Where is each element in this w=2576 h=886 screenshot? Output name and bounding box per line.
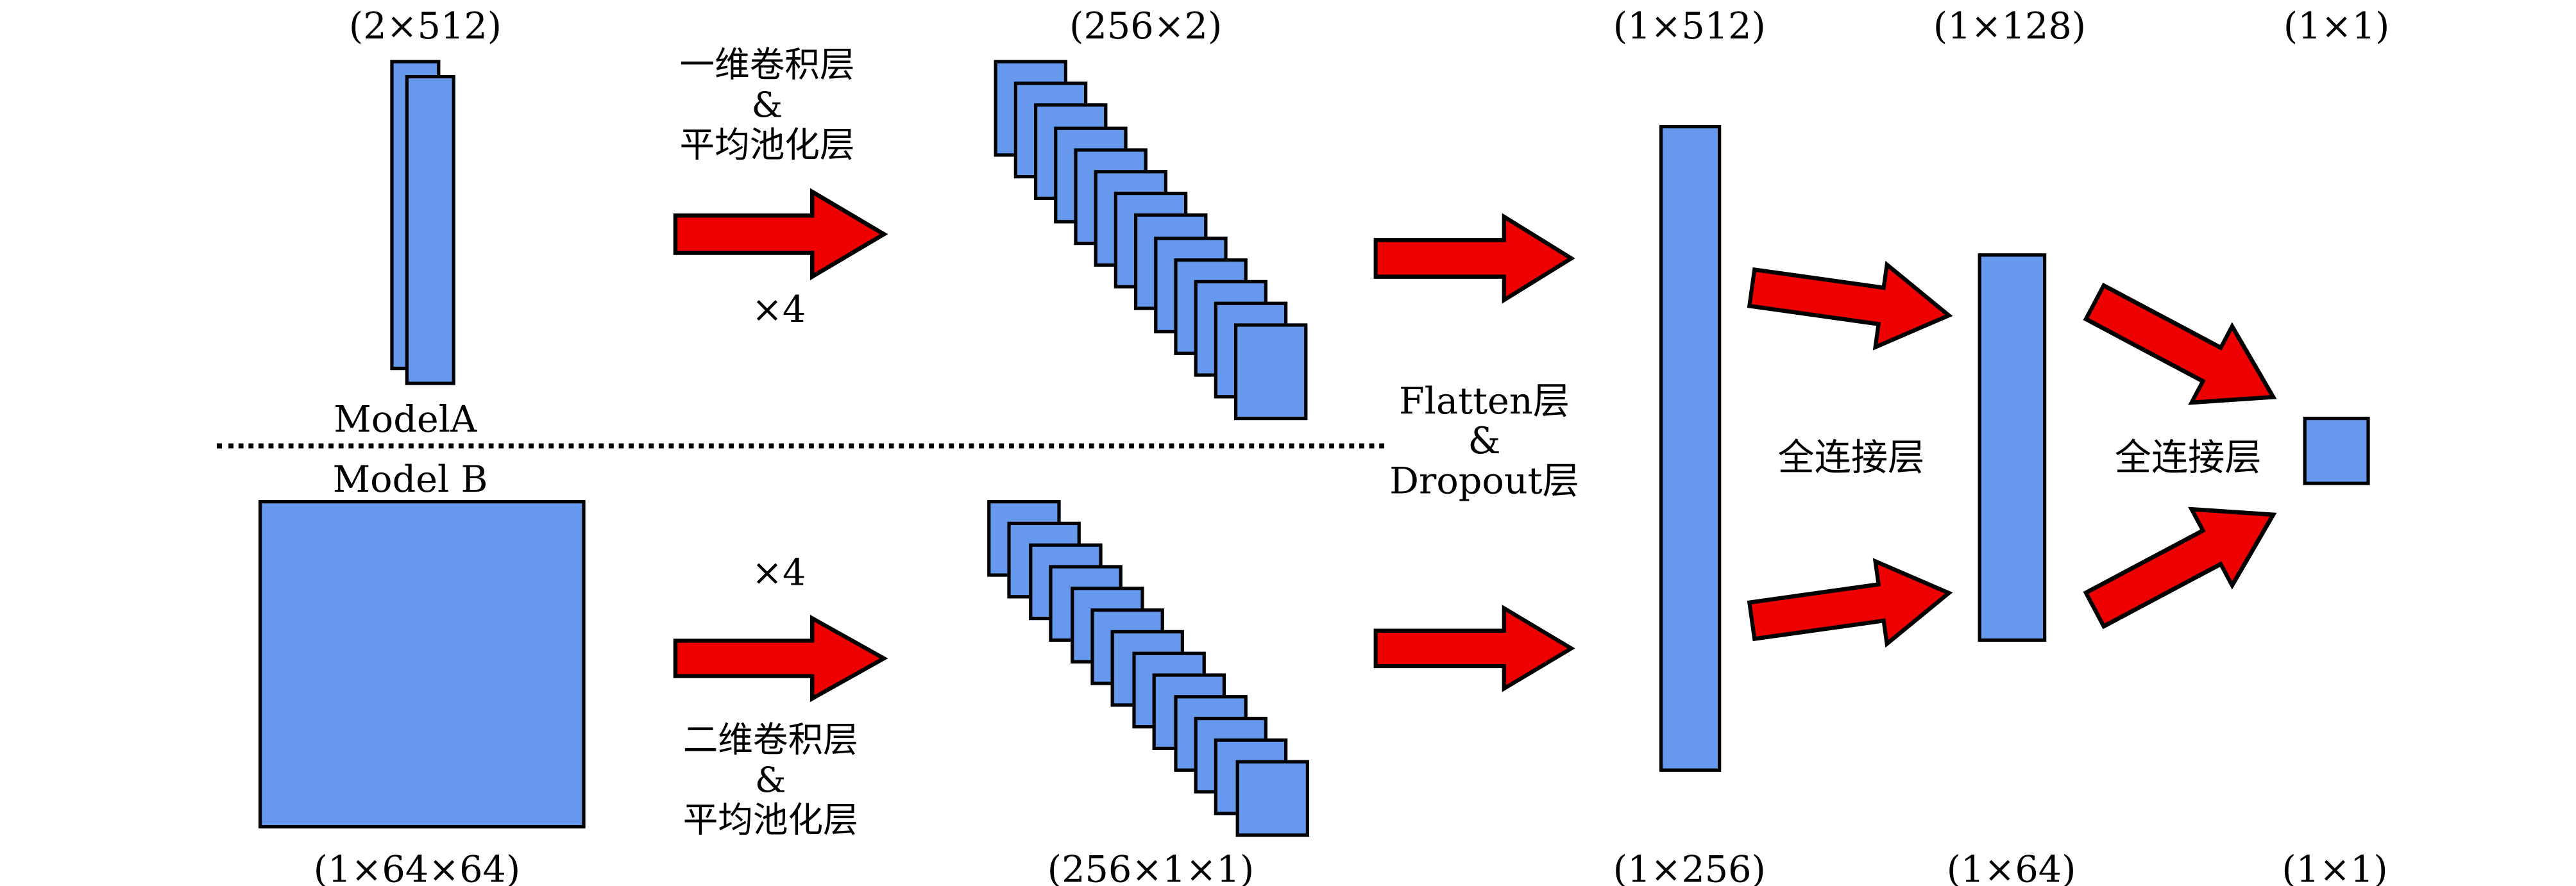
model-a-name: ModelA [334, 400, 477, 442]
output-square [2303, 417, 2370, 485]
dim-label-fc1-bottom: (1×256) [1613, 850, 1766, 886]
dim-label-output-bottom: (1×1) [2282, 850, 2388, 886]
flatten-b-arrow-icon [1373, 603, 1576, 693]
model-b-name: Model B [332, 460, 488, 502]
fc-vector-1 [1659, 125, 1722, 772]
fc1-bottom-arrow-icon [1742, 546, 1960, 667]
conv-a-arrow-icon [672, 187, 889, 281]
flatten-label-line1: Flatten层 [1398, 381, 1570, 424]
input-b-square [258, 500, 586, 829]
feature-map-plate [1233, 324, 1308, 421]
fc2-top-arrow-icon [2069, 258, 2300, 442]
dim-label-fc1-top: (1×512) [1613, 6, 1766, 49]
flatten-a-arrow-icon [1373, 212, 1576, 305]
conv-a-label-line1: 一维卷积层 [679, 45, 855, 85]
conv-b-arrow-icon [672, 614, 889, 703]
dim-label-input-a: (2×512) [348, 6, 502, 49]
conv-a-label-line3: 平均池化层 [679, 125, 855, 165]
conv-a-label-line2: & [751, 85, 783, 125]
conv-b-label-line3: 平均池化层 [682, 800, 858, 840]
flatten-label-line3: Dropout层 [1389, 462, 1579, 504]
dim-label-fc2-top: (1×128) [1933, 6, 2087, 49]
times4-b-label: ×4 [752, 553, 806, 596]
flatten-label-line2: & [1468, 421, 1501, 464]
conv-b-label-line2: & [754, 760, 786, 800]
conv-b-label-line1: 二维卷积层 [682, 720, 858, 760]
fc2-label: 全连接层 [2114, 438, 2262, 480]
conv-a-label: 一维卷积层 & 平均池化层 [617, 45, 917, 165]
fc-vector-2 [1978, 253, 2047, 642]
model-divider-line [217, 443, 1384, 449]
fc2-bottom-arrow-icon [2069, 470, 2300, 654]
fc1-top-arrow-icon [1742, 241, 1960, 362]
fc1-label: 全连接层 [1777, 438, 1925, 480]
conv-b-label: 二维卷积层 & 平均池化层 [620, 720, 920, 840]
flatten-label: Flatten层 & Dropout层 [1334, 383, 1634, 503]
feature-map-plate [1235, 760, 1309, 837]
dim-label-output-top: (1×1) [2283, 6, 2390, 49]
dim-label-input-b: (1×64×64) [313, 850, 521, 886]
times4-a-label: ×4 [752, 290, 806, 332]
dim-label-fc2-bottom: (1×64) [1946, 850, 2076, 886]
input-a-plate-front [405, 74, 455, 385]
dim-label-feature-b: (256×1×1) [1047, 850, 1255, 886]
dim-label-feature-a: (256×2) [1069, 6, 1223, 49]
